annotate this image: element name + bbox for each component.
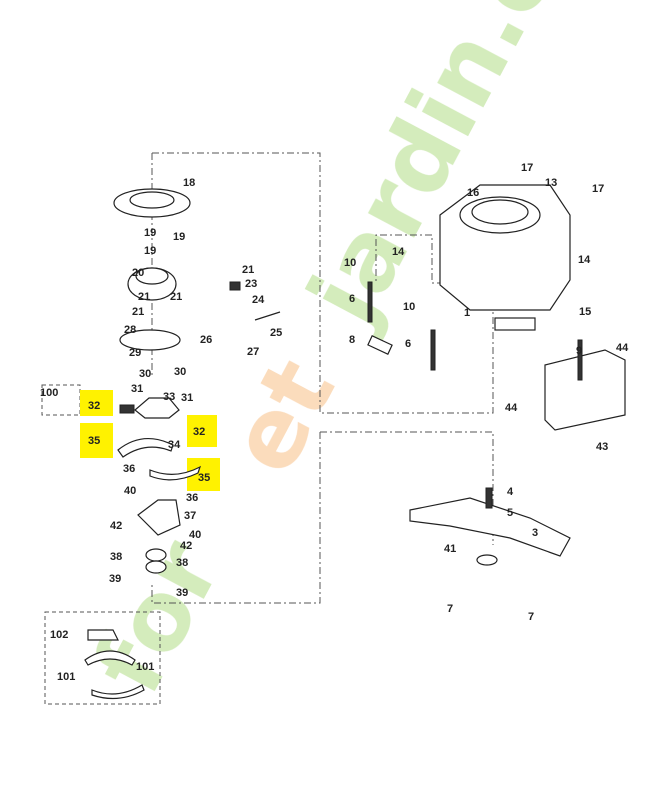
callout-8: 8 [349,334,355,346]
callout-33: 33 [163,391,175,403]
callout-100: 100 [40,387,58,399]
callout-35: 35 [88,435,100,447]
callout-9: 9 [576,345,582,357]
callout-32: 32 [88,400,100,412]
callout-101: 101 [136,661,154,673]
callout-6: 6 [349,293,355,305]
callout-40: 40 [189,529,201,541]
callout-26: 26 [200,334,212,346]
callout-25: 25 [270,327,282,339]
callout-19: 19 [144,227,156,239]
callout-30: 30 [174,366,186,378]
svg-text:et: et [208,342,357,491]
callout-36: 36 [186,492,198,504]
callout-44: 44 [505,402,518,414]
callout-43: 43 [596,441,608,453]
callout-101: 101 [57,671,75,683]
callout-23: 23 [245,278,257,290]
watermark: for et jardin.com [73,0,652,711]
callout-17: 17 [592,183,604,195]
callout-31: 31 [131,383,143,395]
callout-17: 17 [521,162,533,174]
callout-36: 36 [123,463,135,475]
callout-10: 10 [403,301,415,313]
callout-3: 3 [532,527,538,539]
callout-19: 19 [144,245,156,257]
callout-7: 7 [528,611,534,623]
callout-20: 20 [132,267,144,279]
callout-10: 10 [344,257,356,269]
callout-27: 27 [247,346,259,358]
callout-29: 29 [129,347,141,359]
callout-38: 38 [110,551,122,563]
callout-13: 13 [545,177,557,189]
frame-lower [151,431,494,604]
callout-28: 28 [124,324,136,336]
callout-34: 34 [168,439,181,451]
callout-6: 6 [405,338,411,350]
highlights [80,390,220,491]
callout-42: 42 [180,540,192,552]
callout-14: 14 [578,254,591,266]
callout-42: 42 [110,520,122,532]
callout-37: 37 [184,510,196,522]
left-parts [84,188,281,700]
callout-1: 1 [464,307,470,319]
callout-40: 40 [124,485,136,497]
callout-21: 21 [132,306,144,318]
callout-44: 44 [616,342,629,354]
callout-7: 7 [447,603,453,615]
callout-21: 21 [170,291,182,303]
callout-102: 102 [50,629,68,641]
callout-19: 19 [173,231,185,243]
callout-21: 21 [242,264,254,276]
callout-24: 24 [252,294,265,306]
callout-18: 18 [183,177,195,189]
frame-101-102 [44,611,161,705]
callout-41: 41 [444,543,456,555]
right-parts [367,184,626,566]
callout-5: 5 [507,507,513,519]
callout-14: 14 [392,246,405,258]
callout-15: 15 [579,306,591,318]
callout-35: 35 [198,472,210,484]
callout-16: 16 [467,187,479,199]
callout-4: 4 [507,486,514,498]
callout-39: 39 [109,573,121,585]
callout-32: 32 [193,426,205,438]
callout-31: 31 [181,392,193,404]
callout-21: 21 [138,291,150,303]
callout-30: 30 [139,368,151,380]
callout-38: 38 [176,557,188,569]
callout-39: 39 [176,587,188,599]
